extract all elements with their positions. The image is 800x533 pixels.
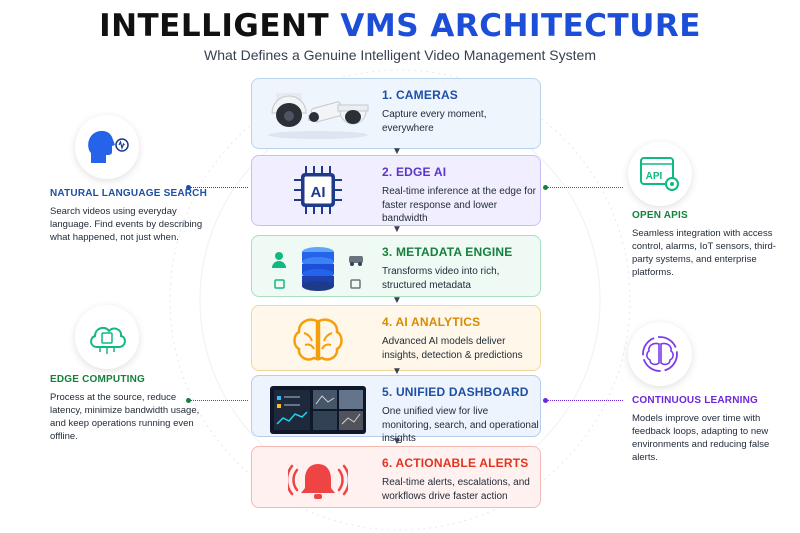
feature-edge-computing: EDGE COMPUTING Process at the source, re…: [50, 374, 210, 443]
layer-title: 6. ACTIONABLE ALERTS: [382, 456, 529, 470]
feature-title: EDGE COMPUTING: [50, 374, 146, 385]
arrow-down-icon: ▼: [392, 366, 402, 377]
connector-dot: [543, 185, 548, 190]
connector-dot: [186, 185, 191, 190]
feature-title: NATURAL LANGUAGE SEARCH: [50, 188, 208, 199]
connector-dot: [186, 398, 191, 403]
api-icon-label: API: [646, 171, 663, 182]
layer-unified-dashboard: 5. UNIFIED DASHBOARD One unified view fo…: [251, 375, 541, 444]
layer-description: Transforms video into rich, structured m…: [382, 266, 500, 291]
layer-title: 2. EDGE AI: [382, 165, 447, 179]
brain-cycle-icon: [628, 322, 692, 386]
arrow-down-icon: ▼: [392, 295, 402, 306]
feature-description: Process at the source, reduce latency, m…: [50, 392, 200, 442]
layer-description: Capture every moment, everywhere: [382, 109, 487, 134]
layer-description: Advanced AI models deliver insights, det…: [382, 336, 523, 361]
connector-line: [545, 187, 623, 188]
layer-description: Real-time inference at the edge for fast…: [382, 186, 536, 224]
arrow-down-icon: ▼: [392, 146, 402, 157]
brain-icon: [260, 310, 375, 370]
layer-metadata-engine: 3. METADATA ENGINE Transforms video into…: [251, 235, 541, 297]
layer-title: 4. AI ANALYTICS: [382, 315, 481, 329]
database-icon: [260, 240, 375, 300]
layer-ai-analytics: 4. AI ANALYTICS Advanced AI models deliv…: [251, 305, 541, 371]
layer-title: 3. METADATA ENGINE: [382, 245, 513, 259]
voice-head-icon: [75, 115, 139, 179]
feature-description: Search videos using everyday language. F…: [50, 206, 203, 243]
feature-title: CONTINUOUS LEARNING: [632, 395, 759, 406]
ai-chip-icon: AI: [260, 160, 375, 220]
arrow-down-icon: ▼: [392, 436, 402, 447]
layer-edge-ai: AI 2. EDGE AI Real-time inference at the…: [251, 155, 541, 226]
api-gear-icon: API: [628, 142, 692, 206]
security-cameras-icon: [260, 83, 375, 143]
ai-chip-label: AI: [310, 184, 325, 201]
layer-title: 5. UNIFIED DASHBOARD: [382, 385, 529, 399]
connector-line: [545, 400, 623, 401]
layer-description: Real-time alerts, escalations, and workf…: [382, 477, 530, 502]
connector-dot: [543, 398, 548, 403]
page-title: INTELLIGENT VMS ARCHITECTURE: [99, 8, 701, 44]
layer-cameras: 1. CAMERAS Capture every moment, everywh…: [251, 78, 541, 149]
cloud-chip-icon: [75, 305, 139, 369]
feature-open-apis: OPEN APIS Seamless integration with acce…: [632, 210, 792, 279]
feature-natural-language-search: NATURAL LANGUAGE SEARCH Search videos us…: [50, 188, 210, 244]
layer-title: 1. CAMERAS: [382, 88, 459, 102]
dashboard-screen-icon: [260, 380, 375, 440]
layer-actionable-alerts: 6. ACTIONABLE ALERTS Real-time alerts, e…: [251, 446, 541, 508]
connector-line: [188, 187, 248, 188]
connector-line: [188, 400, 248, 401]
feature-continuous-learning: CONTINUOUS LEARNING Models improve over …: [632, 395, 792, 464]
alarm-bell-icon: [260, 451, 375, 511]
feature-description: Models improve over time with feedback l…: [632, 413, 770, 463]
page-subtitle: What Defines a Genuine Intelligent Video…: [204, 47, 596, 63]
arrow-down-icon: ▼: [392, 224, 402, 235]
feature-description: Seamless integration with access control…: [632, 228, 776, 278]
feature-title: OPEN APIS: [632, 210, 688, 221]
layer-description: One unified view for live monitoring, se…: [382, 406, 539, 444]
